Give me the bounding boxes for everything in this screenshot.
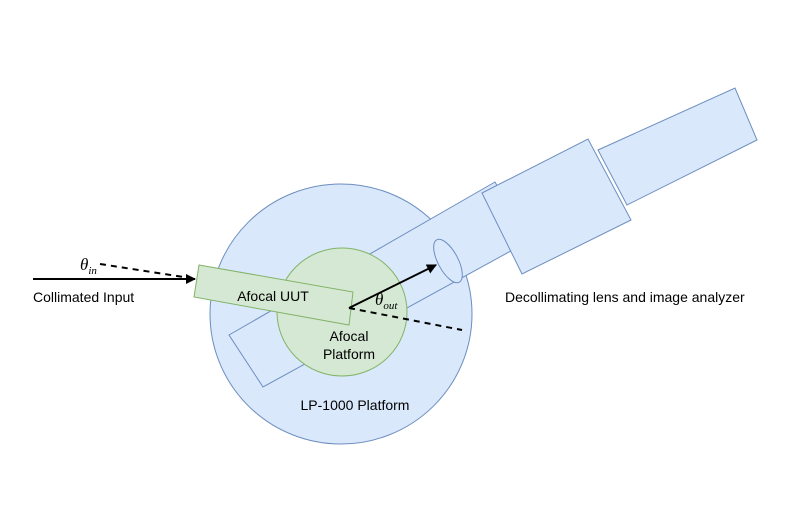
theta-in-reference-line <box>99 263 191 279</box>
analyzer-end-segment <box>597 87 758 206</box>
analyzer-body <box>481 138 632 275</box>
afocal-platform-label-line1: Afocal <box>330 328 369 344</box>
afocal-platform-label-line2: Platform <box>323 346 375 362</box>
collimated-input-label: Collimated Input <box>33 289 134 305</box>
theta-out-label: θout <box>375 290 398 312</box>
theta-out-reference-line <box>348 307 463 331</box>
lp-1000-platform-label: LP-1000 Platform <box>301 397 410 413</box>
decollimating-lens <box>433 238 463 284</box>
theta-in-label: θin <box>80 255 97 277</box>
afocal-uut-box <box>193 264 354 326</box>
analyzer-label: Decollimating lens and image analyzer <box>505 289 745 305</box>
output-ray-arrow <box>348 264 437 309</box>
afocal-uut-label: Afocal UUT <box>237 288 309 304</box>
